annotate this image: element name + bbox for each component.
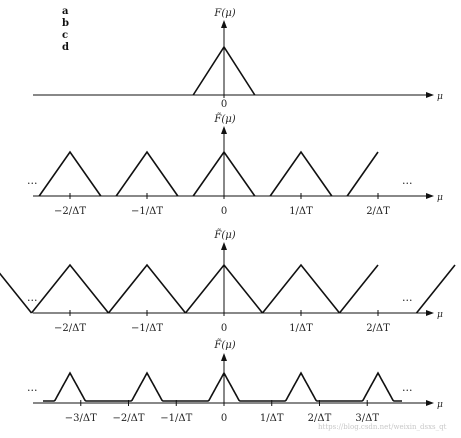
spectrum-copy-b: [269, 150, 333, 197]
mu-axis-arrow-a: [426, 92, 434, 98]
triangle-spectrum-a: [192, 45, 256, 96]
panel-label-d: d: [62, 42, 69, 53]
tick-label-c: −1/ΔT: [131, 323, 163, 334]
panel-title-b: F̃(μ): [213, 113, 235, 125]
tick-label-b: −1/ΔT: [131, 206, 163, 217]
spectrum-copy-c: [338, 264, 379, 314]
tick-label-a: 0: [221, 99, 227, 110]
vertical-axis-arrow-a: [221, 20, 227, 28]
mu-axis-label-a: μ: [437, 92, 443, 102]
spectrum-copy-c: [0, 272, 33, 314]
ellipsis-right-c: ...: [402, 291, 413, 304]
watermark-text: https://blog.csdn.net/weixin_dsxs_qt: [318, 423, 447, 431]
spectrum-copy-c: [184, 263, 264, 314]
mu-axis-label-b: μ: [437, 193, 443, 203]
tick-label-b: 0: [221, 206, 227, 217]
spectrum-copy-c: [107, 263, 187, 314]
vertical-axis-arrow-b: [221, 126, 227, 134]
spectrum-copy-c: [30, 263, 110, 314]
tick-label-b: 1/ΔT: [289, 206, 313, 217]
vertical-axis-arrow-d: [221, 353, 227, 361]
spectrum-copy-b: [346, 151, 379, 197]
ellipsis-left-b: ...: [27, 174, 38, 187]
tick-label-d: −1/ΔT: [160, 413, 192, 424]
spectrum-copy-b: [192, 150, 256, 197]
ellipsis-right-d: ...: [402, 381, 413, 394]
panel-title-a: F(μ): [213, 8, 235, 19]
tick-label-c: −2/ΔT: [54, 323, 86, 334]
tick-label-d: −2/ΔT: [113, 413, 145, 424]
ellipsis-left-c: ...: [27, 291, 38, 304]
tick-label-c: 0: [221, 323, 227, 334]
mu-axis-label-d: μ: [437, 400, 443, 410]
tick-label-c: 2/ΔT: [366, 323, 390, 334]
mu-axis-label-c: μ: [437, 310, 443, 320]
panel-label-a: a: [62, 6, 69, 17]
aliased-spectrum-d: [43, 371, 402, 402]
spectrum-copy-c: [261, 263, 341, 314]
tick-label-b: −2/ΔT: [54, 206, 86, 217]
tick-label-d: −3/ΔT: [65, 413, 97, 424]
vertical-axis-arrow-c: [221, 242, 227, 250]
tick-label-b: 2/ΔT: [366, 206, 390, 217]
panel-title-d: F̃(μ): [213, 339, 235, 351]
ellipsis-right-b: ...: [402, 174, 413, 187]
spectrum-copy-b: [38, 150, 102, 197]
mu-axis-arrow-b: [426, 193, 434, 199]
mu-axis-arrow-c: [426, 310, 434, 316]
panel-label-b: b: [62, 18, 69, 29]
mu-axis-arrow-d: [426, 400, 434, 406]
tick-label-d: 0: [221, 413, 227, 424]
spectrum-copy-c: [415, 264, 456, 314]
panel-label-c: c: [62, 30, 68, 41]
tick-label-c: 1/ΔT: [289, 323, 313, 334]
tick-label-d: 2/ΔT: [308, 413, 332, 424]
tick-label-d: 1/ΔT: [260, 413, 284, 424]
tick-label-d: 3/ΔT: [355, 413, 379, 424]
spectrum-copy-b: [115, 150, 179, 197]
panel-title-c: F̃(μ): [213, 229, 235, 241]
ellipsis-left-d: ...: [27, 381, 38, 394]
